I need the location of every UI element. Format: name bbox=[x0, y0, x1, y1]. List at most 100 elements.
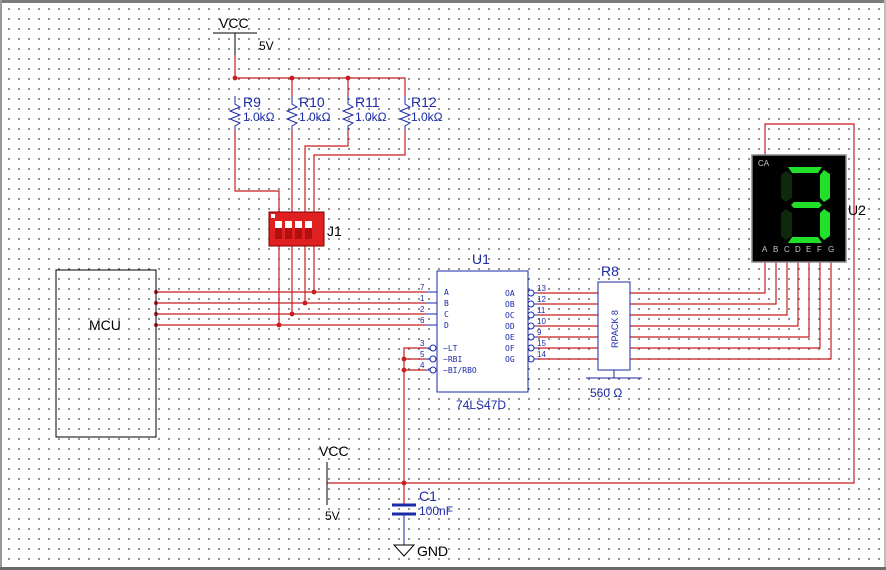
vcc-bottom-label: VCC bbox=[319, 443, 349, 459]
pin-number: 9 bbox=[537, 328, 542, 337]
pin-name: OF bbox=[505, 344, 515, 353]
junction-dot bbox=[289, 311, 295, 317]
mcu-label: MCU bbox=[89, 317, 121, 333]
vcc-bottom-symbol[interactable]: VCC 5V bbox=[319, 443, 349, 523]
resistor-value: 1.0kΩ bbox=[355, 110, 387, 124]
resistor-value: 1.0kΩ bbox=[411, 110, 443, 124]
junction-dot bbox=[401, 480, 407, 486]
junction-dot bbox=[345, 75, 351, 81]
pin-name: OE bbox=[505, 333, 515, 342]
decoder-u1[interactable]: U1 74LS47D 7 bbox=[420, 251, 546, 412]
wire-ctrl-tie[interactable] bbox=[403, 347, 426, 483]
segment-c bbox=[820, 209, 830, 240]
segment-pin-label: C bbox=[784, 245, 790, 254]
resistor-value: 1.0kΩ bbox=[299, 110, 331, 124]
wire-seg-f[interactable] bbox=[630, 262, 821, 349]
vcc-top-label: VCC bbox=[219, 15, 249, 31]
junction-dot bbox=[289, 75, 295, 81]
resistor-r10[interactable]: R10 1.0kΩ bbox=[285, 94, 331, 130]
segment-g bbox=[791, 202, 822, 208]
segment-pin-label: G bbox=[828, 245, 834, 254]
resistor-pack-r8[interactable]: R8 RPACK 8 560 Ω bbox=[586, 263, 642, 400]
junction-dot bbox=[401, 367, 407, 373]
pin-name: C bbox=[444, 310, 449, 319]
decoder-ref: U1 bbox=[472, 251, 490, 267]
junction-dot bbox=[302, 300, 308, 306]
window-top-border bbox=[0, 0, 886, 3]
pin-number: 14 bbox=[537, 350, 546, 359]
decoder-body bbox=[436, 270, 529, 393]
ground-icon bbox=[392, 544, 416, 557]
switch-ref: J1 bbox=[327, 223, 342, 239]
decoder-part: 74LS47D bbox=[456, 398, 506, 412]
inversion-bubble bbox=[429, 344, 437, 352]
window-right-border bbox=[884, 0, 886, 570]
capacitor-value: 100nF bbox=[419, 504, 453, 518]
seven-segment-display-u2[interactable]: CA A B C D E F G U2 bbox=[751, 154, 866, 263]
pin-name: B bbox=[444, 299, 449, 308]
pin-name: A bbox=[444, 288, 449, 297]
ground-symbol[interactable]: GND bbox=[392, 543, 448, 559]
display-common-label: CA bbox=[758, 159, 770, 168]
capacitor-c1[interactable]: C1 100nF bbox=[392, 488, 453, 545]
rpack-part: RPACK 8 bbox=[610, 310, 620, 348]
pin-name: OA bbox=[505, 289, 515, 298]
pin-name: ~BI/RBO bbox=[443, 366, 477, 375]
rpack-value: 560 Ω bbox=[590, 386, 622, 400]
pin-number: 2 bbox=[420, 305, 425, 314]
gnd-label: GND bbox=[417, 543, 448, 559]
window-left-border bbox=[0, 0, 2, 570]
wire-r9-switch[interactable] bbox=[234, 130, 280, 212]
pin-name: ~LT bbox=[443, 344, 458, 353]
mcu-block[interactable]: MCU bbox=[55, 269, 157, 438]
inversion-bubble bbox=[429, 355, 437, 363]
resistor-ref: R11 bbox=[355, 94, 380, 110]
mcu-outline bbox=[55, 269, 157, 438]
vcc-top-symbol[interactable]: VCC 5V bbox=[213, 15, 274, 55]
junction-dot bbox=[311, 289, 317, 295]
pin-number: 6 bbox=[420, 316, 425, 325]
digit-unlit bbox=[781, 171, 792, 240]
capacitor-ref: C1 bbox=[419, 488, 437, 504]
junction-dot bbox=[232, 75, 238, 81]
segment-a bbox=[788, 167, 822, 173]
segment-pin-label: D bbox=[795, 245, 801, 254]
resistor-value: 1.0kΩ bbox=[243, 110, 275, 124]
pin-number: 11 bbox=[537, 306, 546, 315]
pin-name: OB bbox=[505, 300, 515, 309]
segment-b bbox=[820, 170, 830, 202]
pin-name: OD bbox=[505, 322, 515, 331]
switch-toggle bbox=[305, 228, 312, 239]
segment-d bbox=[788, 237, 822, 243]
wire-seg-c[interactable] bbox=[630, 262, 788, 316]
digit-three bbox=[788, 167, 830, 243]
wire-seg-d[interactable] bbox=[630, 262, 799, 327]
pin-name: ~RBI bbox=[443, 355, 462, 364]
resistor-ref: R10 bbox=[299, 94, 325, 110]
vcc-bottom-value: 5V bbox=[325, 509, 340, 523]
wire-seg-a[interactable] bbox=[630, 262, 766, 294]
resistor-r11[interactable]: R11 1.0kΩ bbox=[341, 94, 387, 130]
wire-seg-g[interactable] bbox=[630, 262, 832, 360]
switch-toggle bbox=[295, 228, 302, 239]
wire-vcc-rail[interactable] bbox=[234, 55, 406, 96]
wires bbox=[156, 55, 855, 505]
resistor-r12[interactable]: R12 1.0kΩ bbox=[398, 94, 443, 130]
wire-r12-switch[interactable] bbox=[313, 130, 406, 212]
wire-seg-b[interactable] bbox=[630, 262, 777, 305]
display-ref: U2 bbox=[848, 202, 866, 218]
wire-r11-switch[interactable] bbox=[304, 130, 349, 212]
switch-toggle bbox=[275, 228, 282, 239]
segment-f bbox=[781, 171, 792, 202]
resistor-ref: R9 bbox=[243, 94, 261, 110]
resistor-r9[interactable]: R9 1.0kΩ bbox=[228, 94, 275, 130]
pin-name: OC bbox=[505, 311, 515, 320]
segment-e bbox=[781, 209, 792, 240]
dip-switch-j1[interactable]: J1 bbox=[268, 211, 342, 247]
wire-vcc-bottom-rail[interactable] bbox=[327, 123, 855, 484]
wire-seg-e[interactable] bbox=[630, 262, 810, 338]
resistor-ref: R12 bbox=[411, 94, 437, 110]
pin-number: 3 bbox=[420, 339, 425, 348]
pin-name: OG bbox=[505, 355, 515, 364]
